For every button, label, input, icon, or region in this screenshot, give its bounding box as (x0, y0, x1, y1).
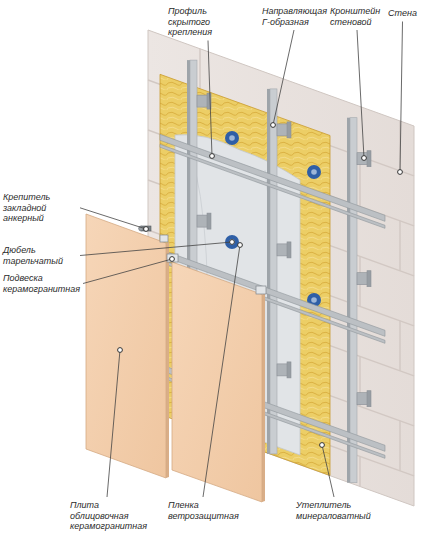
l-guide (267, 89, 270, 454)
plate-clip (167, 254, 178, 262)
part-label: Дюбель тарельчатый (3, 245, 77, 266)
wall-bracket (367, 391, 371, 407)
cladding-plate (86, 214, 265, 502)
disc-dowel (229, 239, 235, 245)
leader-dot (320, 443, 325, 448)
part-label: Крепитель закладной анкерный (3, 192, 77, 224)
anchor-fastener (139, 226, 151, 231)
brick-wall (359, 456, 360, 486)
leader-line (80, 22, 403, 498)
leader-dot (170, 257, 175, 262)
leader-line (273, 30, 294, 125)
part-label: Направляющая Г-образная (262, 6, 326, 27)
leader-dot (362, 156, 367, 161)
leader-line (80, 242, 232, 256)
part-label: Кронштейн стеновой (330, 6, 384, 27)
leader-line (203, 245, 240, 497)
wall-bracket (287, 362, 291, 378)
plate-clip (160, 235, 168, 242)
leader-dot (118, 348, 123, 353)
disc-dowel (307, 165, 321, 179)
plate-clip (256, 286, 266, 294)
cladding-plate (172, 262, 262, 502)
wall-bracket (287, 242, 291, 258)
cladding-plate (166, 242, 169, 478)
hidden-profile (160, 134, 385, 221)
leader-dot (210, 154, 215, 159)
part-label: Подвеска керамогранитная (3, 273, 80, 294)
leader-line (80, 208, 146, 229)
wall-bracket (367, 151, 371, 167)
leader-line (107, 350, 120, 497)
leader-dot (398, 170, 403, 175)
leader-line (400, 22, 403, 173)
brick-wall (148, 30, 414, 506)
hidden-profile (160, 144, 385, 228)
disc-dowel (225, 235, 239, 249)
leader-dot (238, 243, 243, 248)
leader-line (322, 445, 334, 497)
leader-dot (271, 123, 276, 128)
disc-dowel (225, 131, 239, 145)
disc-dowel (311, 297, 317, 303)
part-label: Пленка ветрозащитная (168, 500, 238, 521)
l-guide (347, 118, 350, 483)
part-label: Утеплитель минераловатный (296, 500, 372, 521)
leader-line (357, 30, 364, 158)
cladding-plate (262, 293, 265, 502)
part-label: Плита облицовочная керамогранитная (70, 500, 144, 532)
wall-bracket (287, 122, 291, 138)
brick-wall (399, 321, 400, 371)
brick-wall (399, 221, 400, 271)
leader-dot (118, 123, 403, 448)
l-guide (350, 118, 357, 483)
brick-wall (148, 30, 414, 506)
part-label: Профиль скрытого крепления (168, 6, 248, 38)
disc-dowel (229, 135, 235, 141)
part-label: Стена (388, 8, 417, 19)
leader-line (83, 259, 172, 284)
leader-line (208, 41, 212, 157)
wall-bracket (207, 213, 211, 229)
wall-bracket (367, 271, 371, 287)
leader-dot (230, 240, 235, 245)
brick-wall (399, 421, 400, 471)
disc-dowel (311, 169, 317, 175)
l-guide (270, 89, 277, 454)
leader-dot (144, 227, 149, 232)
